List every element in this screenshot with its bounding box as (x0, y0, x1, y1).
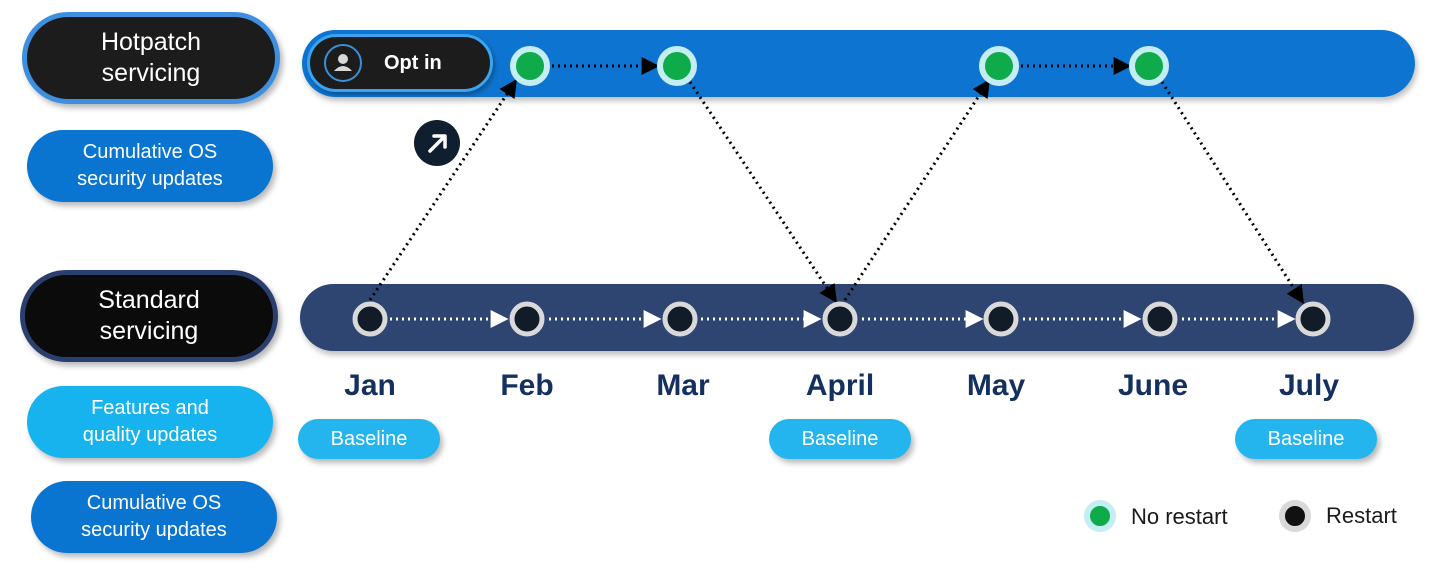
hotpatch-updates-text: Cumulative OS security updates (77, 141, 223, 190)
baseline-label-april: Baseline (801, 427, 879, 450)
arrow-jan-to-feb-hotpatch (368, 79, 517, 301)
month-label-july: July (1278, 369, 1340, 402)
month-label-may: May (966, 369, 1026, 402)
features-quality-label: Features and quality updates (27, 386, 273, 458)
features-quality-text: Features and quality updates (82, 397, 218, 446)
legend-restart-dot (1279, 500, 1311, 532)
restart-node-mar (662, 301, 698, 337)
no-restart-node-may (979, 46, 1019, 86)
user-icon (324, 44, 362, 82)
month-label-june: June (1117, 369, 1189, 402)
month-label-april: April (805, 369, 875, 402)
legend-no-restart-label: No restart (1131, 504, 1228, 529)
cross-track-arrows (368, 78, 1304, 305)
opt-in-label: Opt in (384, 51, 442, 74)
standard-updates-label: Cumulative OS security updates (31, 481, 277, 553)
standard-updates-text: Cumulative OS security updates (81, 492, 227, 541)
arrow-april-to-may-hotpatch (843, 78, 990, 301)
standard-servicing-text: Standard servicing (98, 286, 200, 345)
restart-node-jan (352, 301, 388, 337)
baseline-badge-july: Baseline (1235, 419, 1377, 459)
no-restart-node-mar (657, 46, 697, 86)
arrow-june-to-july-standard (1160, 81, 1304, 305)
restart-node-feb (509, 301, 545, 337)
baseline-label-july: Baseline (1267, 427, 1345, 450)
restart-node-july (1295, 301, 1331, 337)
hotpatch-updates-label: Cumulative OS security updates (27, 130, 273, 202)
standard-servicing-label: Standard servicing (20, 270, 278, 362)
month-label-feb: Feb (500, 369, 554, 402)
legend-no-restart-dot (1084, 500, 1116, 532)
legend-restart-label: Restart (1326, 503, 1397, 528)
hotpatch-nodes (510, 46, 1169, 86)
baseline-label-jan: Baseline (330, 427, 408, 450)
restart-node-april (822, 301, 858, 337)
hotpatch-servicing-text: Hotpatch servicing (100, 28, 202, 87)
baseline-badge-jan: Baseline (298, 419, 440, 459)
standard-nodes (352, 301, 1331, 337)
arrow-mar-to-april-standard (688, 81, 837, 303)
hotpatch-servicing-label: Hotpatch servicing (22, 12, 280, 104)
restart-node-june (1142, 301, 1178, 337)
restart-node-may (983, 301, 1019, 337)
opt-in-pill[interactable]: Opt in (307, 34, 493, 92)
no-restart-node-feb (510, 46, 550, 86)
month-label-jan: Jan (344, 369, 396, 402)
baseline-badge-april: Baseline (769, 419, 911, 459)
arrow-up-right-icon (414, 120, 460, 166)
no-restart-node-june (1129, 46, 1169, 86)
month-label-mar: Mar (656, 369, 710, 402)
